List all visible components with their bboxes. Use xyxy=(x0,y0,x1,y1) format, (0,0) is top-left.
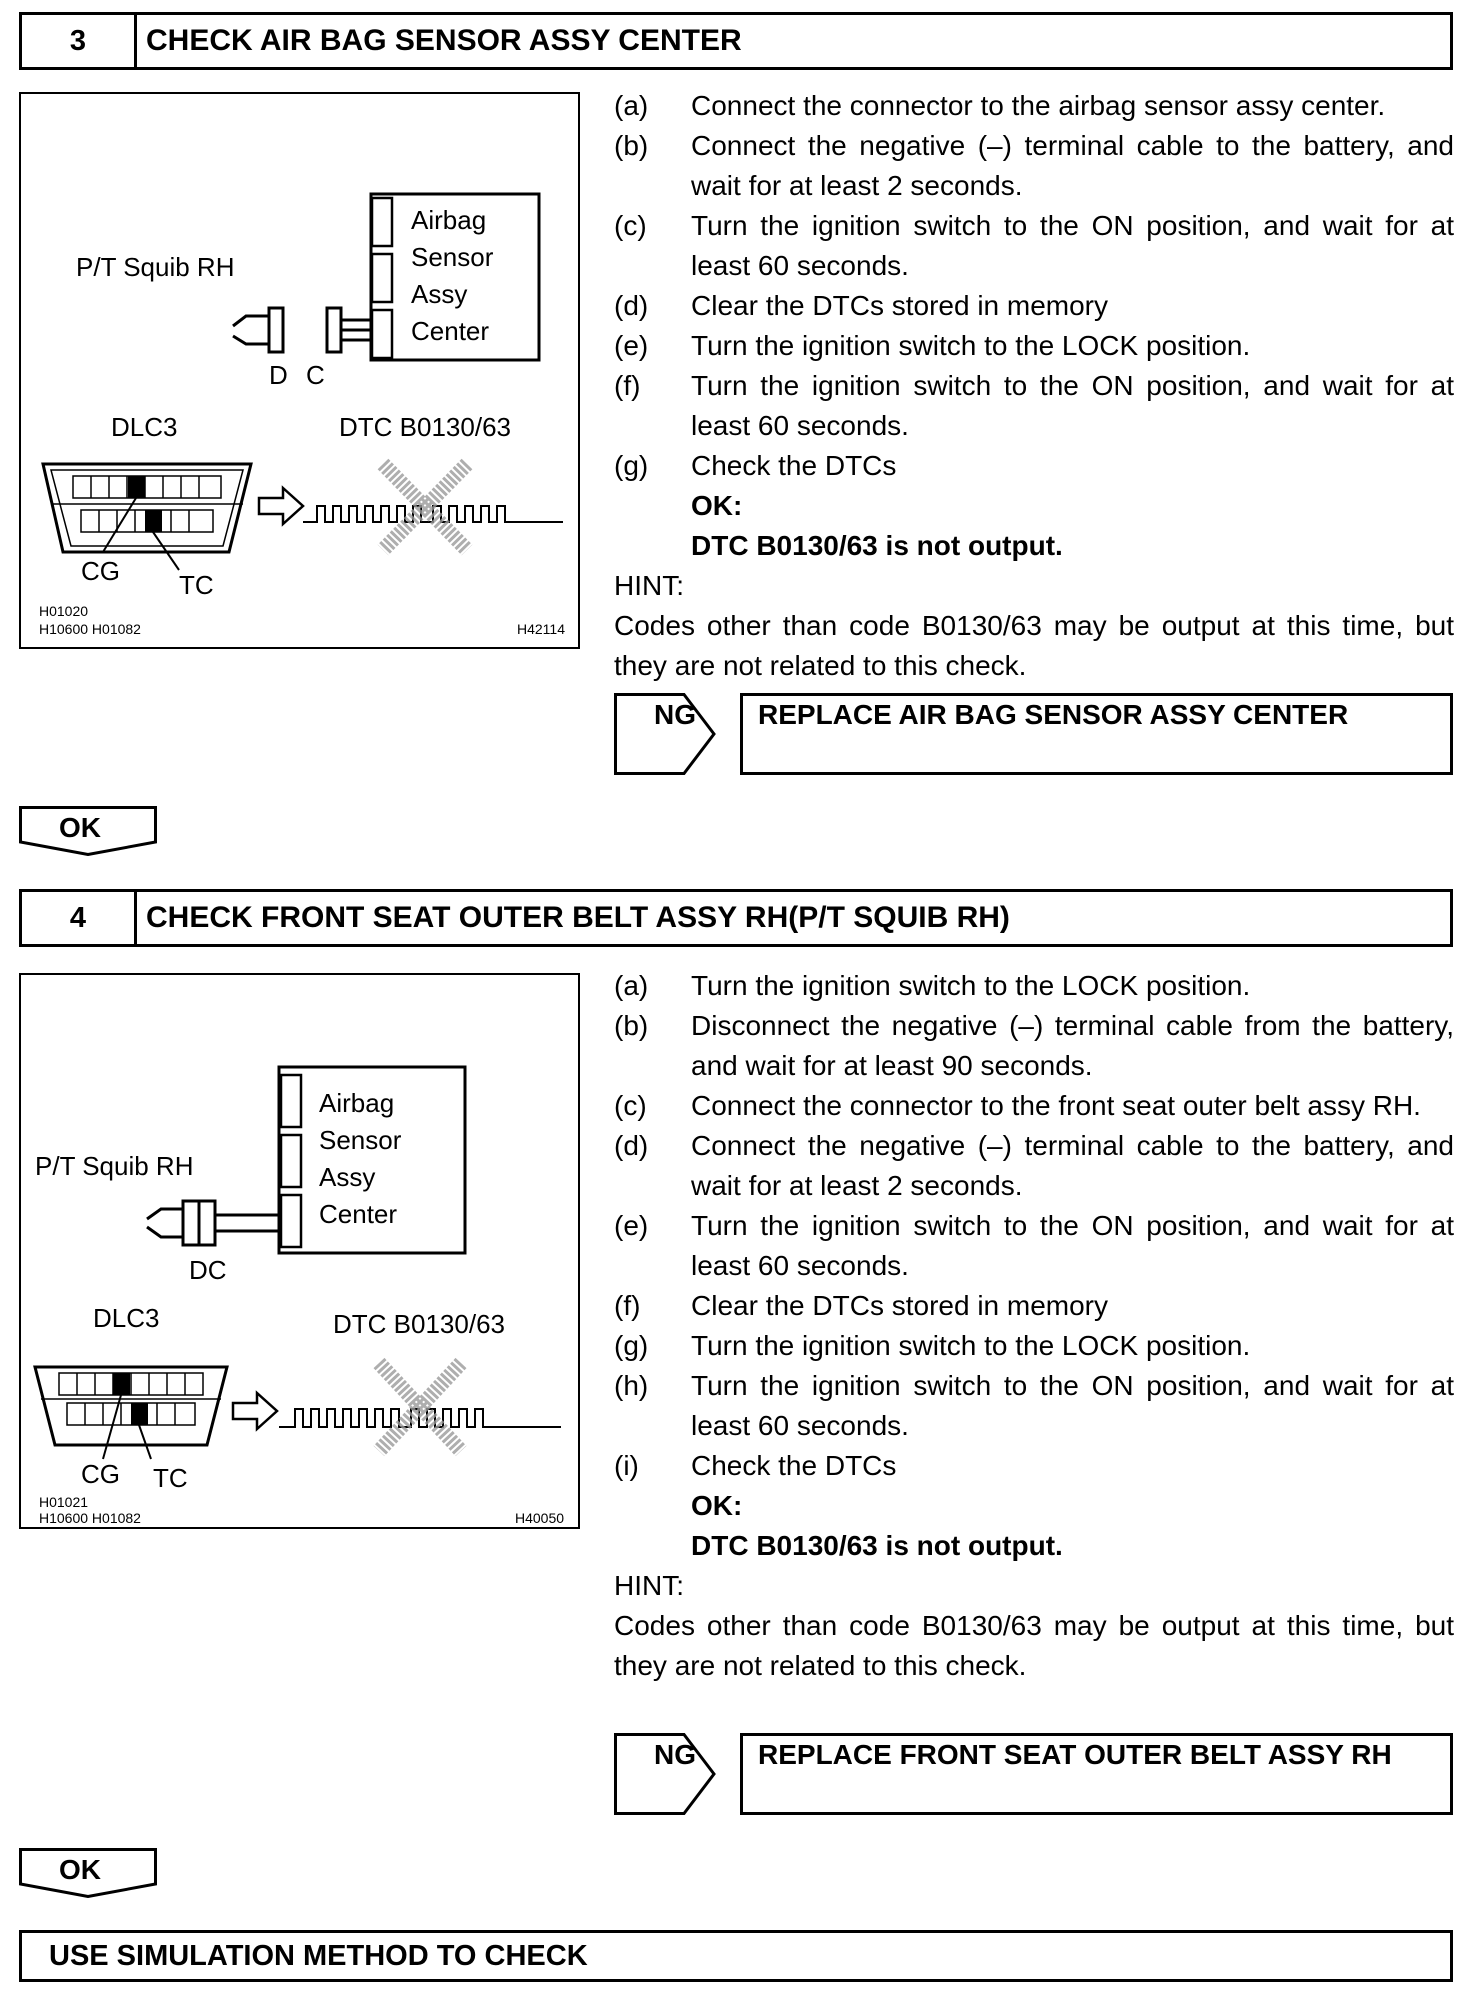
hint-label: HINT: xyxy=(614,570,684,601)
cg-label: CG xyxy=(81,556,120,586)
ok-button-label: OK xyxy=(59,812,101,843)
list-item: (e)Turn the ignition switch to the LOCK … xyxy=(614,330,1251,361)
dlc3-label: DLC3 xyxy=(93,1303,159,1333)
ng-arrow-icon xyxy=(614,693,716,775)
ng-label: NG xyxy=(654,699,696,730)
sensor-line-4: Center xyxy=(411,316,489,346)
squib-label: P/T Squib RH xyxy=(35,1151,193,1181)
final-step-title: USE SIMULATION METHOD TO CHECK xyxy=(49,1940,588,1972)
airbag-sensor-box xyxy=(277,1065,467,1255)
connector-c-label: C xyxy=(306,360,325,390)
list-item: (c)Connect the connector to the front se… xyxy=(614,1090,1421,1121)
connector-d xyxy=(181,1199,201,1247)
sensor-line-2: Sensor xyxy=(319,1125,402,1155)
final-step-header: USE SIMULATION METHOD TO CHECK xyxy=(19,1930,1453,1982)
hint-text: Codes other than code B0130/63 may be ou… xyxy=(614,1610,1454,1681)
squib-plug xyxy=(232,314,271,346)
list-item: (f)Turn the ignition switch to the ON po… xyxy=(614,370,1454,441)
cg-terminal xyxy=(113,1373,130,1395)
figure-id: H42114 xyxy=(517,621,565,637)
ok-arrow-icon xyxy=(19,806,157,856)
list-item: (e)Turn the ignition switch to the ON po… xyxy=(614,1210,1454,1281)
list-item: (f)Clear the DTCs stored in memory xyxy=(614,1290,1109,1321)
tc-label: TC xyxy=(179,570,214,600)
ref-codes-2: H10600 H01082 xyxy=(39,1510,141,1526)
output-arrow-icon xyxy=(257,485,305,527)
tc-terminal xyxy=(145,510,162,532)
list-item: (i)Check the DTCs xyxy=(614,1450,897,1481)
ng-label: NG xyxy=(654,1739,696,1770)
step4-diagram: Airbag Sensor Assy Center P/T Squib RH D… xyxy=(33,1065,564,1526)
step3-number: 3 xyxy=(22,15,137,67)
connector-dc-label: DC xyxy=(189,1255,227,1285)
list-item: (b)Connect the negative (–) terminal cab… xyxy=(614,130,1454,201)
step3-figure: Airbag Sensor Assy Center P/T Squib RH D… xyxy=(19,92,580,649)
step3-title: CHECK AIR BAG SENSOR ASSY CENTER xyxy=(146,24,742,57)
cg-label: CG xyxy=(81,1459,120,1489)
crossed-out-icon xyxy=(373,1357,467,1457)
squib-label: P/T Squib RH xyxy=(76,252,234,282)
cg-terminal xyxy=(128,476,145,498)
dlc3-connector xyxy=(41,462,253,554)
list-item: (d)Connect the negative (–) terminal cab… xyxy=(614,1130,1454,1201)
step4-figure: Airbag Sensor Assy Center P/T Squib RH D… xyxy=(19,973,580,1529)
output-arrow-icon xyxy=(231,1390,279,1432)
sensor-line-4: Center xyxy=(319,1199,397,1229)
dtc-waveform xyxy=(279,1408,561,1428)
list-item: (c)Turn the ignition switch to the ON po… xyxy=(614,210,1454,281)
list-item: (a)Turn the ignition switch to the LOCK … xyxy=(614,970,1251,1001)
hint-label: HINT: xyxy=(614,1570,684,1601)
dlc3-label: DLC3 xyxy=(111,412,177,442)
tc-label: TC xyxy=(153,1463,188,1493)
sensor-line-3: Assy xyxy=(319,1162,375,1192)
hint-text: Codes other than code B0130/63 may be ou… xyxy=(614,610,1454,681)
step4-ok-button[interactable]: OK xyxy=(19,1848,157,1898)
ref-codes-2: H10600 H01082 xyxy=(39,621,141,637)
connector-c xyxy=(197,1199,217,1247)
connector-d xyxy=(267,306,285,354)
sensor-line-2: Sensor xyxy=(411,242,494,272)
ok-label: OK: xyxy=(691,490,743,521)
crossed-out-icon xyxy=(377,458,473,556)
step4-ng-branch: NG REPLACE FRONT SEAT OUTER BELT ASSY RH xyxy=(614,1733,1453,1815)
dlc3-connector xyxy=(33,1365,229,1447)
ok-result: DTC B0130/63 is not output. xyxy=(691,530,1063,561)
dtc-label: DTC B0130/63 xyxy=(333,1309,505,1339)
sensor-line-1: Airbag xyxy=(411,205,486,235)
connector-c xyxy=(325,306,343,354)
dtc-label: DTC B0130/63 xyxy=(339,412,511,442)
list-item: (b)Disconnect the negative (–) terminal … xyxy=(614,1010,1454,1081)
list-item: (d)Clear the DTCs stored in memory xyxy=(614,290,1109,321)
list-item: (g)Turn the ignition switch to the LOCK … xyxy=(614,1330,1251,1361)
ng-action: REPLACE AIR BAG SENSOR ASSY CENTER xyxy=(758,699,1349,730)
ok-result: DTC B0130/63 is not output. xyxy=(691,1530,1063,1561)
step4-title: CHECK FRONT SEAT OUTER BELT ASSY RH(P/T … xyxy=(146,901,1010,934)
tc-terminal xyxy=(131,1403,148,1425)
ok-arrow-icon xyxy=(19,1848,157,1898)
step3-ok-button[interactable]: OK xyxy=(19,806,157,856)
step3-ng-branch: NG REPLACE AIR BAG SENSOR ASSY CENTER xyxy=(614,693,1453,775)
figure-id: H40050 xyxy=(515,1510,564,1526)
step3-instructions: (a)Connect the connector to the airbag s… xyxy=(614,86,1454,686)
connector-d-label: D xyxy=(269,360,288,390)
list-item: (h)Turn the ignition switch to the ON po… xyxy=(614,1370,1454,1441)
step4-header: 4 CHECK FRONT SEAT OUTER BELT ASSY RH(P/… xyxy=(19,889,1453,947)
ok-button-label: OK xyxy=(59,1854,101,1885)
step4-number: 4 xyxy=(22,892,137,944)
ok-label: OK: xyxy=(691,1490,743,1521)
ref-codes-1: H01021 xyxy=(39,1494,88,1510)
squib-plug xyxy=(146,1207,185,1239)
step3-header: 3 CHECK AIR BAG SENSOR ASSY CENTER xyxy=(19,12,1453,70)
ng-action: REPLACE FRONT SEAT OUTER BELT ASSY RH xyxy=(758,1739,1392,1770)
list-item: (a)Connect the connector to the airbag s… xyxy=(614,90,1386,121)
sensor-line-3: Assy xyxy=(411,279,467,309)
step3-diagram: Airbag Sensor Assy Center P/T Squib RH D… xyxy=(39,192,565,637)
sensor-line-1: Airbag xyxy=(319,1088,394,1118)
step4-instructions: (a)Turn the ignition switch to the LOCK … xyxy=(614,966,1454,1686)
list-item: (g)Check the DTCs xyxy=(614,450,897,481)
ref-codes-1: H01020 xyxy=(39,603,88,619)
ng-arrow-icon xyxy=(614,1733,716,1815)
